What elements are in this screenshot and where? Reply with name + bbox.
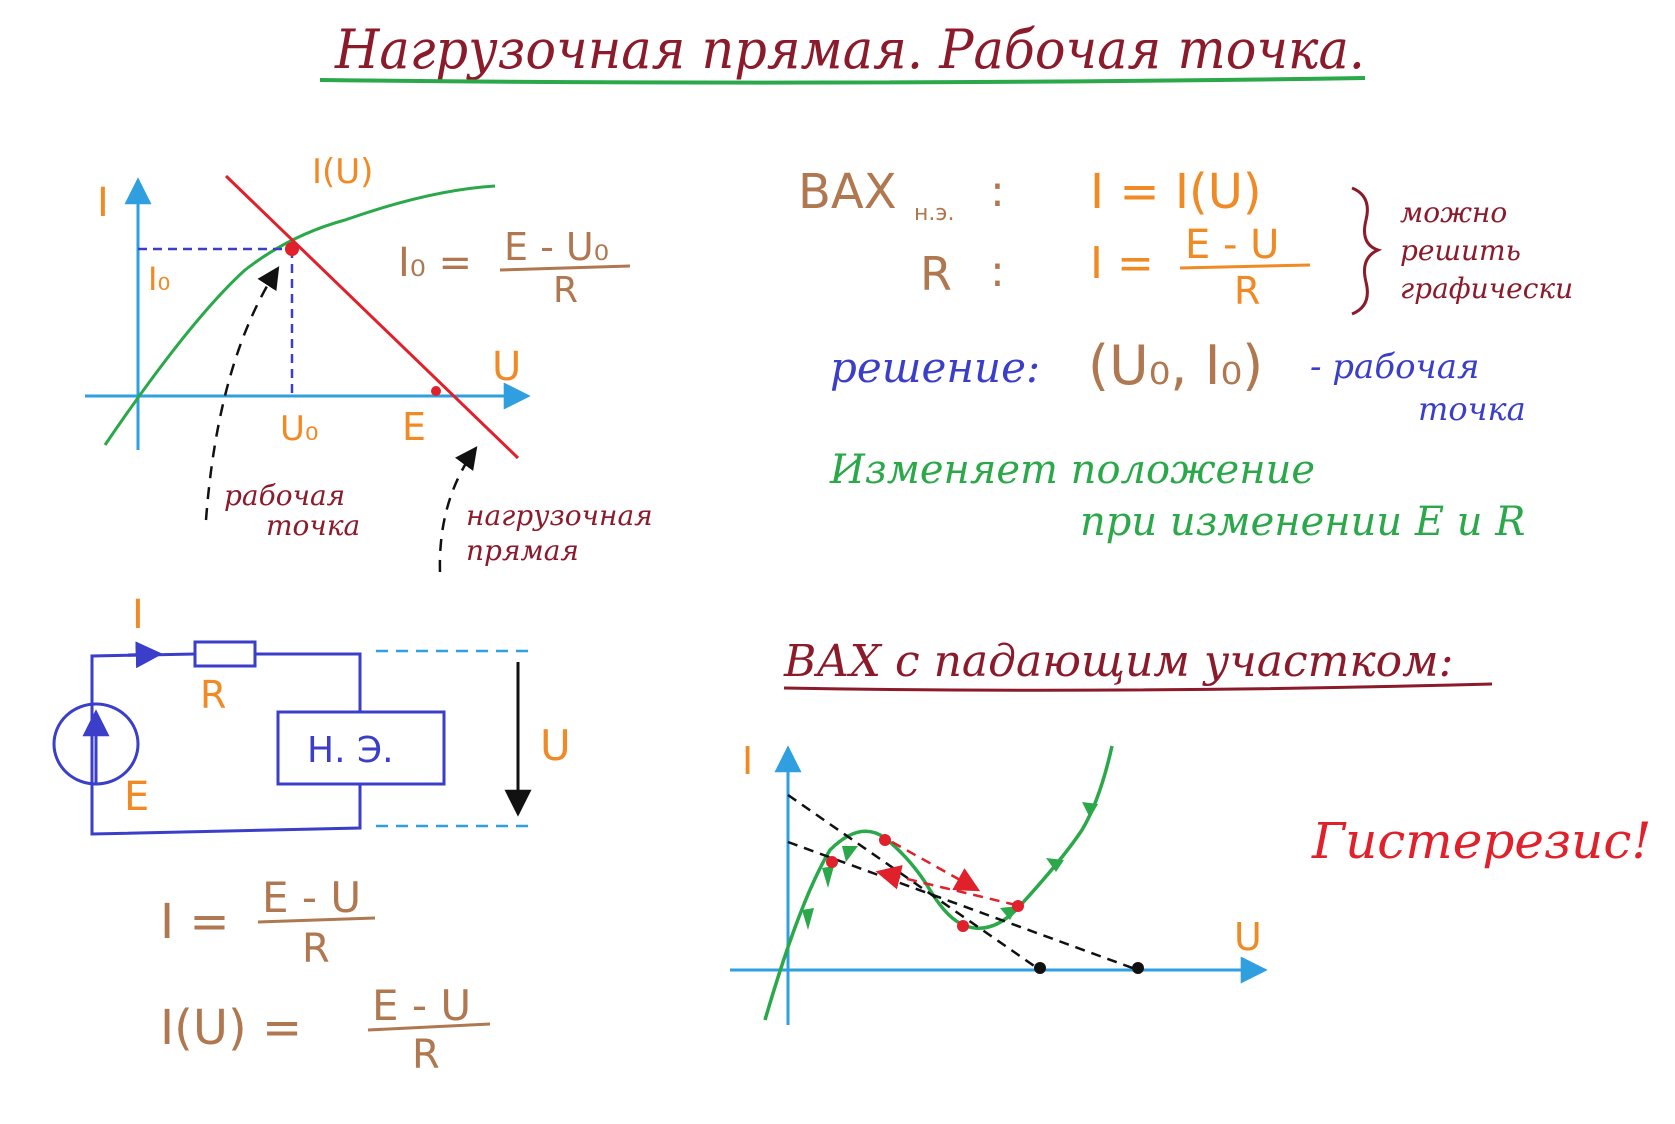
curve-arrow-2 xyxy=(822,866,834,888)
circuit-wire-bottom xyxy=(90,784,362,836)
work-point-label-line2: точка xyxy=(266,509,360,542)
r-label: R xyxy=(920,247,952,301)
r-colon: : xyxy=(990,246,1005,297)
formula1-bar xyxy=(257,916,376,924)
solution-suffix-1: - рабочая xyxy=(1310,347,1480,387)
graph2-load-line-1 xyxy=(787,793,1041,972)
graph2-load-line-2 xyxy=(787,840,1139,972)
graph2-axis-i-label: I xyxy=(742,739,753,783)
vax-equation: I = I(U) xyxy=(1090,164,1262,220)
graph1-axis-i-label: I xyxy=(97,180,109,226)
graph2-point-left xyxy=(826,856,838,868)
graph-solve-note-1: можно xyxy=(1400,196,1507,229)
load-line-label-line2: прямая xyxy=(466,534,579,567)
solution-prefix: решение: xyxy=(830,343,1040,392)
graph-hysteresis: ВАХ с падающим участком: I U Гистерезис! xyxy=(730,636,1651,1025)
vax-subscript: н.э. xyxy=(914,201,954,226)
load-line-pointer xyxy=(438,446,478,573)
solution-suffix-2: точка xyxy=(1418,390,1526,428)
graph2-iv-curve xyxy=(763,745,1114,1021)
graph1-iv-curve xyxy=(103,184,496,446)
vax-label: ВАХ xyxy=(798,164,897,220)
graph1-curve-label: I(U) xyxy=(312,152,373,192)
vax-colon: : xyxy=(990,166,1005,217)
circuit-diagram: Н. Э. I R E U xyxy=(52,592,571,836)
graph1-formula-lhs: I₀ = xyxy=(398,240,472,286)
graph2-axis-u-label: U xyxy=(1234,915,1262,959)
graph1-formula-den: R xyxy=(553,270,578,311)
graph2-branch-arrows xyxy=(802,802,1098,930)
graph1-load-line xyxy=(224,174,520,460)
graph1-formula-bar xyxy=(499,264,631,272)
formula2-num: E - U xyxy=(372,981,471,1030)
curve-arrow-1 xyxy=(802,908,814,930)
graph1-i0-label: I₀ xyxy=(148,260,170,298)
r-equation-lhs: I = xyxy=(1090,238,1154,289)
work-point-pointer xyxy=(204,266,280,521)
equations-block: ВАХ н.э. : I = I(U) R : I = E - U R можн… xyxy=(798,164,1573,545)
graph2-heading: ВАХ с падающим участком: xyxy=(783,636,1453,687)
curve-arrow-6 xyxy=(1082,802,1098,818)
formula1-den: R xyxy=(302,926,330,972)
graph1-e-point xyxy=(431,386,441,396)
circuit-current-label: I xyxy=(132,592,144,638)
title-underline xyxy=(319,76,1366,85)
jump-arrow-backward xyxy=(875,865,1017,907)
jump-arrow-forward xyxy=(891,840,981,892)
hysteresis-label: Гистерезис! xyxy=(1311,812,1651,870)
circuit-wire-top-right xyxy=(255,652,362,712)
change-note-2: при изменении E и R xyxy=(1080,499,1525,545)
voltage-label: U xyxy=(540,721,571,770)
change-note-1: Изменяет положение xyxy=(829,447,1315,493)
work-point-label-line1: рабочая xyxy=(224,479,345,512)
graph2-e2-point xyxy=(1132,962,1144,974)
formula1-num: E - U xyxy=(262,873,361,922)
curve-arrow-5 xyxy=(1046,858,1064,872)
curve-arrow-3 xyxy=(842,846,858,862)
formula2-lhs: I(U) = xyxy=(160,1000,302,1056)
resistor xyxy=(193,640,257,668)
page-title: Нагрузочная прямая. Рабочая точка. xyxy=(334,18,1365,81)
load-line-label-line1: нагрузочная xyxy=(466,499,653,532)
graph-solve-note-3: графически xyxy=(1400,272,1573,305)
formula2-bar xyxy=(367,1022,491,1032)
graph1-u0-label: U₀ xyxy=(280,409,319,449)
graph2-point-right xyxy=(1012,900,1024,912)
graph2-point-peak xyxy=(879,834,891,846)
r-equation-den: R xyxy=(1234,269,1260,313)
graph2-e1-point xyxy=(1034,962,1046,974)
title-block: Нагрузочная прямая. Рабочая точка. xyxy=(319,18,1366,85)
resistor-label: R xyxy=(200,673,226,717)
r-equation-bar xyxy=(1179,263,1311,270)
formula1-lhs: I = xyxy=(160,894,230,950)
r-equation-num: E - U xyxy=(1185,222,1279,268)
graph1-formula: I₀ = E - U₀ R xyxy=(398,225,631,311)
solution-value: (U₀, I₀) xyxy=(1088,334,1263,397)
graph1-work-point xyxy=(285,242,299,256)
nonlinear-element-label: Н. Э. xyxy=(307,730,394,771)
source-label: E xyxy=(124,774,149,820)
equations-brace xyxy=(1351,186,1383,316)
bottom-formulas: I = E - U R I(U) = E - U R xyxy=(160,873,491,1078)
graph-solve-note-2: решить xyxy=(1400,234,1521,267)
graph1-axis-u-label: U xyxy=(492,344,521,390)
graph-load-line: I U I(U) I₀ U₀ E I₀ = E - U₀ R рабочая т… xyxy=(85,152,653,573)
circuit-current-arrow xyxy=(127,641,163,669)
graph1-formula-num: E - U₀ xyxy=(504,225,609,269)
formula2-den: R xyxy=(412,1032,440,1078)
graph1-e-label: E xyxy=(402,405,426,449)
graph2-point-valley xyxy=(957,920,969,932)
graph2-heading-underline xyxy=(783,682,1493,692)
